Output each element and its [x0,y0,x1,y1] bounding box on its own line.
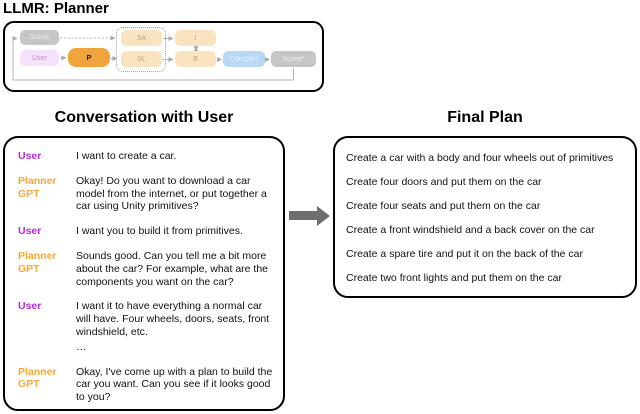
speaker-label: User [18,225,42,238]
message-text: Okay, I've come up with a plan to build … [76,365,273,404]
gpt-modules-group [116,27,166,72]
message-body: Okay! Do you want to download a car mode… [76,175,273,213]
node-user: User [20,50,59,66]
conversation-heading: Conversation with User [54,109,234,126]
message-text: I want you to build it from primitives. [76,225,243,238]
message-row: User I want you to build it from primiti… [18,225,273,238]
node-builder: B [175,51,216,67]
node-planner: P [68,48,110,67]
message-body: Sounds good. Can you tell me a bit more … [76,250,273,288]
plan-item: Create four seats and put them on the ca… [346,200,541,212]
flow-arrow-icon [289,203,330,229]
plan-item: Create four doors and put them on the ca… [346,176,542,188]
plan-item: Create a car with a body and four wheels… [346,152,614,164]
node-scene: Scene [20,30,59,45]
speaker-label: Planner GPT [18,174,57,200]
architecture-diagram: Scene User P SA SL I B Compiler Scene* [3,21,324,92]
node-inspector: I [175,30,216,46]
flow-arrow-shaft [289,211,317,220]
message-row: Planner GPT Okay, I've come up with a pl… [18,366,273,404]
node-scene-analyzer: SA [121,30,162,46]
final-plan-panel: Create a car with a body and four wheels… [333,136,637,298]
message-row: User I want it to have everything a norm… [18,300,273,353]
final-plan-heading: Final Plan [447,109,523,126]
message-row: Planner GPT Okay! Do you want to downloa… [18,175,273,213]
diagram-connectors [12,35,294,81]
message-text: Okay! Do you want to download a car mode… [76,174,267,213]
flow-arrow-head [317,205,330,226]
speaker-label: Planner GPT [18,365,57,391]
speaker-label: User [18,150,42,162]
node-skill-library: SL [121,51,162,67]
speaker-label: Planner GPT [18,249,57,275]
figure-title: LLMR: Planner [3,0,109,17]
message-body: I want it to have everything a normal ca… [76,300,273,353]
node-scene-output: Scene* [271,51,316,67]
message-text: I want it to have everything a normal ca… [76,300,270,338]
plan-item: Create a front windshield and a back cov… [346,224,595,236]
message-body: I want you to build it from primitives. [76,225,273,238]
message-text: I want to create a car. [76,150,177,162]
message-text: Sounds good. Can you tell me a bit more … [76,249,269,288]
node-compiler: Compiler [223,51,265,67]
message-body: I want to create a car. [76,150,273,163]
speaker-label: User [18,300,42,313]
conversation-panel: User I want to create a car. Planner GPT… [3,136,285,411]
message-row: User I want to create a car. [18,150,273,163]
message-ellipsis: … [76,340,88,353]
conversation-messages: User I want to create a car. Planner GPT… [18,150,273,404]
plan-item: Create two front lights and put them on … [346,272,562,284]
final-plan-list: Create a car with a body and four wheels… [346,152,629,285]
plan-item: Create a spare tire and put it on the ba… [346,248,583,260]
message-body: Okay, I've come up with a plan to build … [76,366,273,404]
message-row: Planner GPT Sounds good. Can you tell me… [18,250,273,288]
